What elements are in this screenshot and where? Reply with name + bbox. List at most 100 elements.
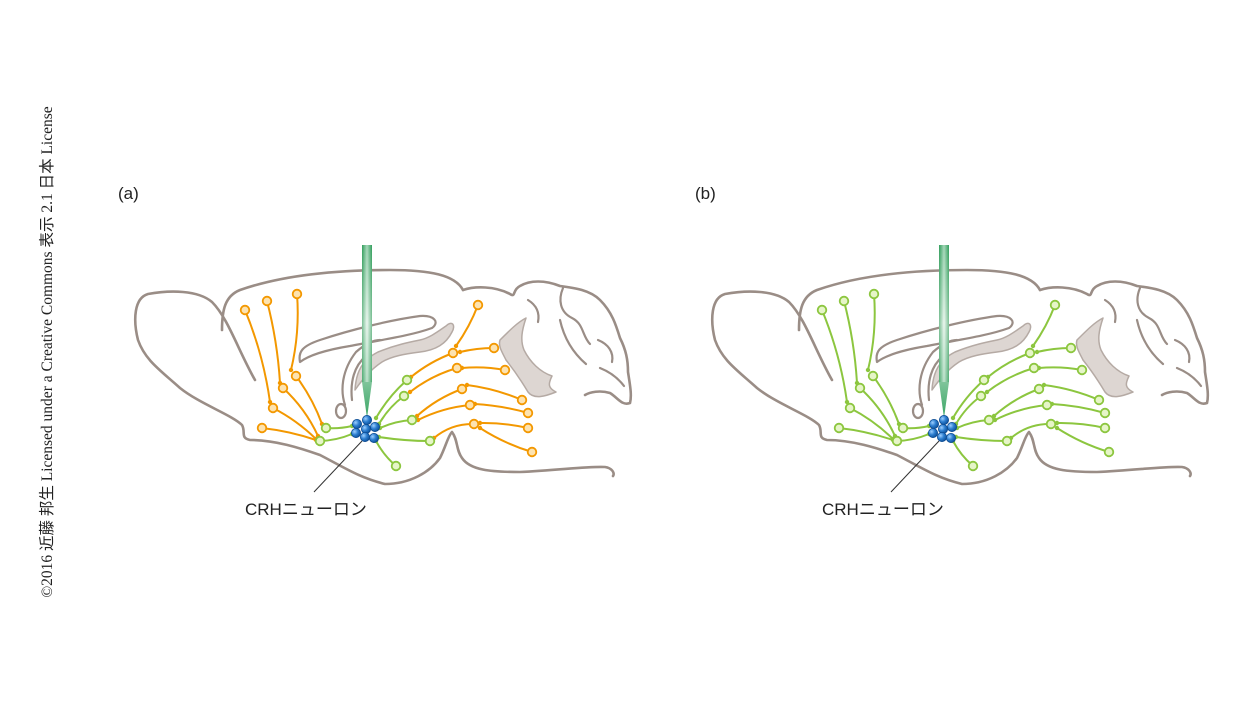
neuron-node — [1041, 399, 1053, 411]
axon-line — [859, 387, 896, 437]
axon-line — [466, 384, 523, 401]
neuron-node — [1033, 383, 1045, 395]
axon-line — [378, 395, 405, 425]
neuron-node — [291, 288, 303, 300]
crh-neuron-cluster — [927, 414, 957, 443]
neuron-node — [967, 460, 979, 472]
axon-line — [1038, 366, 1083, 371]
crh-neuron — [359, 431, 370, 442]
crh-neuron — [938, 414, 949, 425]
neuron-node — [844, 402, 856, 414]
axon-line — [282, 387, 319, 437]
axon-line — [867, 293, 876, 371]
panel-a: CRHニューロン (a) — [118, 184, 633, 519]
axon-terminal — [1034, 349, 1040, 355]
neuron-node — [451, 362, 463, 374]
axon-line — [821, 309, 848, 403]
neuron-node — [472, 299, 484, 311]
axon-line — [1051, 403, 1106, 414]
panel-b-label: (b) — [695, 184, 716, 203]
neuron-node — [854, 382, 866, 394]
neuron-node — [978, 374, 990, 386]
axon-line — [987, 352, 1031, 378]
neuron-node — [488, 342, 500, 354]
neuron-node — [406, 414, 418, 426]
axon-line — [474, 403, 529, 414]
axon-terminal — [477, 425, 483, 431]
neuron-node — [891, 435, 903, 447]
axon-terminal — [288, 367, 294, 373]
neuron-nodes — [816, 288, 1115, 472]
neuron-node — [261, 295, 273, 307]
neuron-node — [526, 446, 538, 458]
neuron-node — [256, 422, 268, 434]
axon-terminal — [1054, 425, 1060, 431]
label-leader-line — [890, 440, 940, 493]
axon-line — [261, 427, 317, 441]
axon-terminal — [865, 367, 871, 373]
label-leader-line — [313, 440, 363, 493]
axon-line — [417, 404, 471, 421]
neuron-node — [816, 304, 828, 316]
neuron-node — [1076, 364, 1088, 376]
axon-terminal — [373, 415, 379, 421]
neuron-node — [1093, 394, 1105, 406]
axon-line — [378, 436, 431, 442]
axon-line — [994, 404, 1048, 421]
neuron-node — [239, 304, 251, 316]
axon-line — [843, 300, 858, 384]
neuron-node — [867, 370, 879, 382]
axon-terminal — [1030, 343, 1036, 349]
neuron-node — [314, 435, 326, 447]
axon-terminal — [407, 389, 413, 395]
neuron-node — [456, 383, 468, 395]
neuron-node — [277, 382, 289, 394]
neuron-node — [468, 418, 480, 430]
neuron-nodes — [239, 288, 538, 472]
axon-terminal — [453, 343, 459, 349]
axon-line — [838, 427, 894, 441]
neuron-node — [1045, 418, 1057, 430]
crh-neuron — [361, 414, 372, 425]
axon-line — [479, 421, 529, 429]
crh-neuron — [368, 432, 379, 443]
crh-neuron — [936, 431, 947, 442]
neuron-node — [897, 422, 909, 434]
axon-line — [955, 436, 1008, 442]
crh-neuron — [350, 427, 361, 438]
neuron-node — [320, 422, 332, 434]
axon-line — [872, 375, 900, 425]
axon-terminal — [457, 349, 463, 355]
neuron-node — [868, 288, 880, 300]
axon-line — [410, 352, 454, 378]
neuron-node — [1099, 422, 1111, 434]
axon-terminal — [267, 399, 273, 405]
axon-line — [244, 309, 271, 403]
crh-neuron — [945, 432, 956, 443]
neuron-node — [833, 422, 845, 434]
crh-neuron — [351, 418, 362, 429]
axon-line — [455, 304, 479, 347]
axon-line — [266, 300, 281, 384]
neuron-node — [398, 390, 410, 402]
neuron-node — [1024, 347, 1036, 359]
axon-line — [955, 395, 982, 425]
axon-terminal — [984, 389, 990, 395]
crh-neuron-label: CRHニューロン — [822, 500, 944, 519]
neuron-node — [1103, 446, 1115, 458]
axon-line — [290, 293, 299, 371]
panel-a-label: (a) — [118, 184, 139, 203]
neuron-node — [1001, 435, 1013, 447]
neuron-node — [424, 435, 436, 447]
crh-neuron — [369, 421, 380, 432]
panel-b: CRHニューロン (b) — [695, 184, 1210, 519]
axon-line — [1032, 304, 1056, 347]
axon-line — [1043, 384, 1100, 401]
crh-neuron — [927, 427, 938, 438]
neuron-node — [464, 399, 476, 411]
axon-terminal — [844, 399, 850, 405]
neuron-node — [983, 414, 995, 426]
neuron-node — [1028, 362, 1040, 374]
axon-line — [479, 427, 533, 453]
